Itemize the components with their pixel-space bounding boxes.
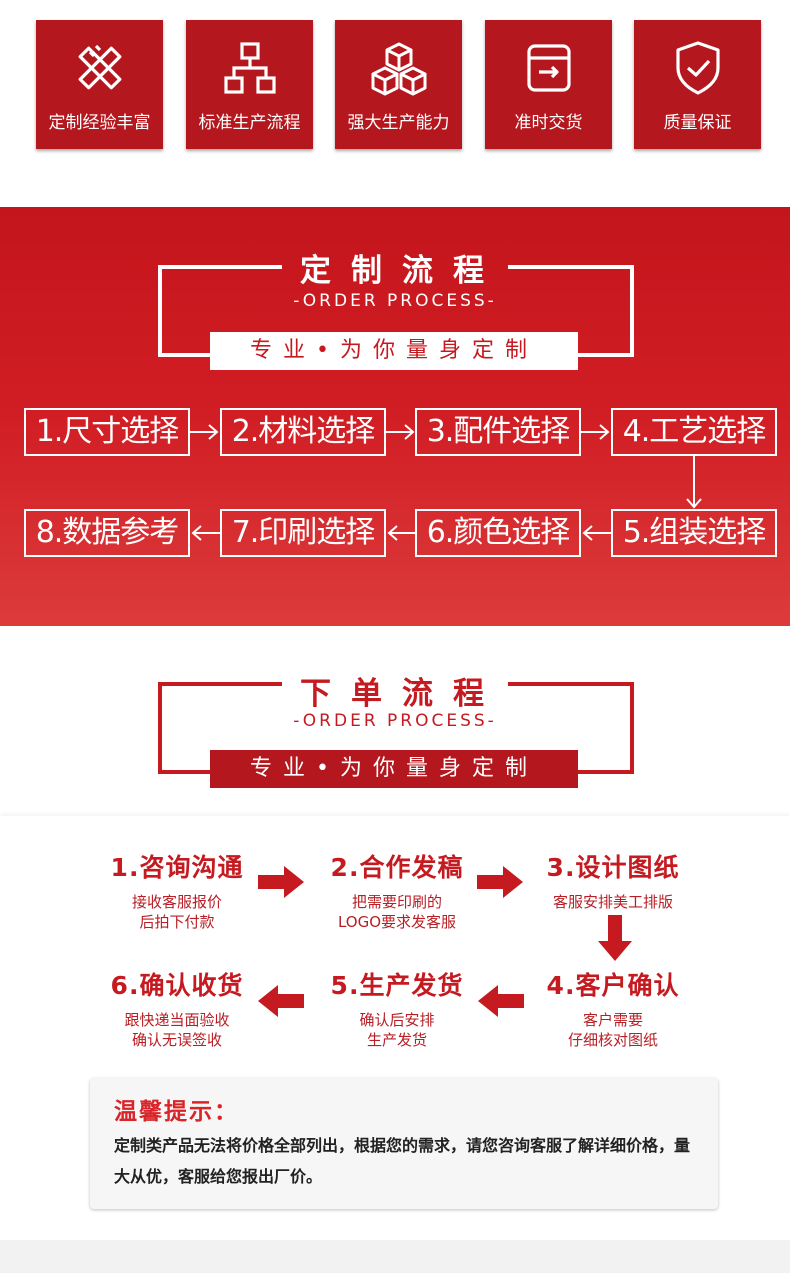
thick-arrow-right-icon — [258, 866, 304, 898]
feature-label: 强大生产能力 — [347, 113, 450, 133]
frame-right — [630, 682, 634, 774]
order-step-desc: 确认无误签收 — [131, 1031, 222, 1049]
features-strip: 定制经验丰富 标准生产流程 — [0, 0, 790, 207]
thick-arrow-down-icon — [598, 915, 632, 961]
frame-left — [158, 265, 162, 357]
order-step-desc: 仔细核对图纸 — [567, 1031, 658, 1049]
delivery-box-icon — [485, 40, 612, 96]
frame-bottom-right — [578, 353, 634, 357]
frame-top-left — [158, 265, 282, 269]
bottom-strip — [0, 1240, 790, 1273]
custom-step: 2.材料选择 — [220, 408, 386, 456]
boxes-icon — [335, 40, 462, 96]
custom-step: 3.配件选择 — [415, 408, 581, 456]
custom-step: 7.印刷选择 — [220, 509, 386, 557]
order-step-title: 1.咨询沟通 — [110, 853, 244, 882]
feature-card-experience: 定制经验丰富 — [36, 20, 163, 149]
feature-label: 定制经验丰富 — [48, 113, 151, 133]
order-step-title: 4.客户确认 — [546, 971, 680, 1000]
arrow-right-icon — [190, 424, 219, 440]
order-step-4: 4.客户确认 客户需要仔细核对图纸 — [513, 966, 713, 1050]
frame-bottom-left — [158, 770, 210, 774]
feature-label: 标准生产流程 — [198, 113, 301, 133]
feature-label: 准时交货 — [514, 113, 583, 133]
order-step-desc: LOGO要求发客服 — [337, 913, 457, 931]
custom-step: 8.数据参考 — [24, 509, 190, 557]
section-title: 下单流程 — [300, 676, 504, 712]
frame-top-left — [158, 682, 282, 686]
order-step-title: 2.合作发稿 — [330, 853, 464, 882]
arrow-left-icon — [387, 525, 416, 541]
order-step-title: 3.设计图纸 — [546, 853, 680, 882]
feature-label: 质量保证 — [663, 113, 732, 133]
arrow-right-icon — [581, 424, 610, 440]
custom-step: 4.工艺选择 — [611, 408, 777, 456]
order-step-6: 6.确认收货 跟快递当面验收确认无误签收 — [77, 966, 277, 1050]
flowchart-icon — [186, 40, 313, 96]
shield-check-icon — [634, 40, 761, 96]
thick-arrow-left-icon — [478, 985, 524, 1017]
thick-arrow-right-icon — [477, 866, 523, 898]
feature-card-quality: 质量保证 — [634, 20, 761, 149]
custom-step: 1.尺寸选择 — [24, 408, 190, 456]
arrow-left-icon — [191, 525, 220, 541]
frame-top-right — [508, 682, 634, 686]
arrow-down-icon — [686, 456, 702, 509]
order-step-3: 3.设计图纸 客服安排美工排版 — [513, 848, 713, 912]
custom-step: 6.颜色选择 — [415, 509, 581, 557]
arrow-left-icon — [582, 525, 611, 541]
section-subtitle: -ORDER PROCESS- — [293, 291, 497, 311]
frame-right — [630, 265, 634, 357]
order-step-desc: 接收客服报价 — [131, 893, 222, 911]
order-step-desc: 后拍下付款 — [139, 913, 215, 931]
feature-card-process: 标准生产流程 — [186, 20, 313, 149]
order-step-5: 5.生产发货 确认后安排生产发货 — [297, 966, 497, 1050]
order-step-title: 6.确认收货 — [110, 971, 244, 1000]
order-step-desc: 客户需要 — [582, 1011, 643, 1029]
arrow-right-icon — [386, 424, 415, 440]
frame-top-right — [508, 265, 634, 269]
feature-card-capacity: 强大生产能力 — [335, 20, 462, 149]
order-step-1: 1.咨询沟通 接收客服报价后拍下付款 — [77, 848, 277, 932]
section-title: 定制流程 — [300, 253, 504, 289]
order-step-desc: 把需要印刷的 — [351, 893, 442, 911]
order-step-title: 5.生产发货 — [330, 971, 464, 1000]
ruler-pencil-icon — [36, 40, 163, 96]
order-step-desc: 客服安排美工排版 — [552, 893, 673, 911]
custom-process-section: 定制流程 -ORDER PROCESS- 专业•为你量身定制 1.尺寸选择 2.… — [0, 207, 790, 626]
order-step-desc: 跟快递当面验收 — [124, 1011, 230, 1029]
section-subtitle: -ORDER PROCESS- — [293, 711, 497, 731]
section-tagline: 专业•为你量身定制 — [210, 332, 578, 370]
order-process-header: 下单流程 -ORDER PROCESS- 专业•为你量身定制 — [0, 626, 790, 816]
custom-step: 5.组装选择 — [611, 509, 777, 557]
tip-box: 温馨提示： 定制类产品无法将价格全部列出，根据您的需求，请您咨询客服了解详细价格… — [90, 1078, 718, 1209]
frame-bottom-left — [158, 353, 210, 357]
order-step-desc: 确认后安排 — [359, 1011, 435, 1029]
frame-bottom-right — [578, 770, 634, 774]
order-step-2: 2.合作发稿 把需要印刷的 LOGO要求发客服 — [297, 848, 497, 932]
feature-card-delivery: 准时交货 — [485, 20, 612, 149]
order-step-desc: 生产发货 — [366, 1031, 427, 1049]
thick-arrow-left-icon — [258, 985, 304, 1017]
frame-left — [158, 682, 162, 774]
section-tagline: 专业•为你量身定制 — [210, 750, 578, 788]
tip-body: 定制类产品无法将价格全部列出，根据您的需求，请您咨询客服了解详细价格，量大从优，… — [114, 1136, 691, 1186]
tip-title: 温馨提示： — [114, 1099, 239, 1125]
